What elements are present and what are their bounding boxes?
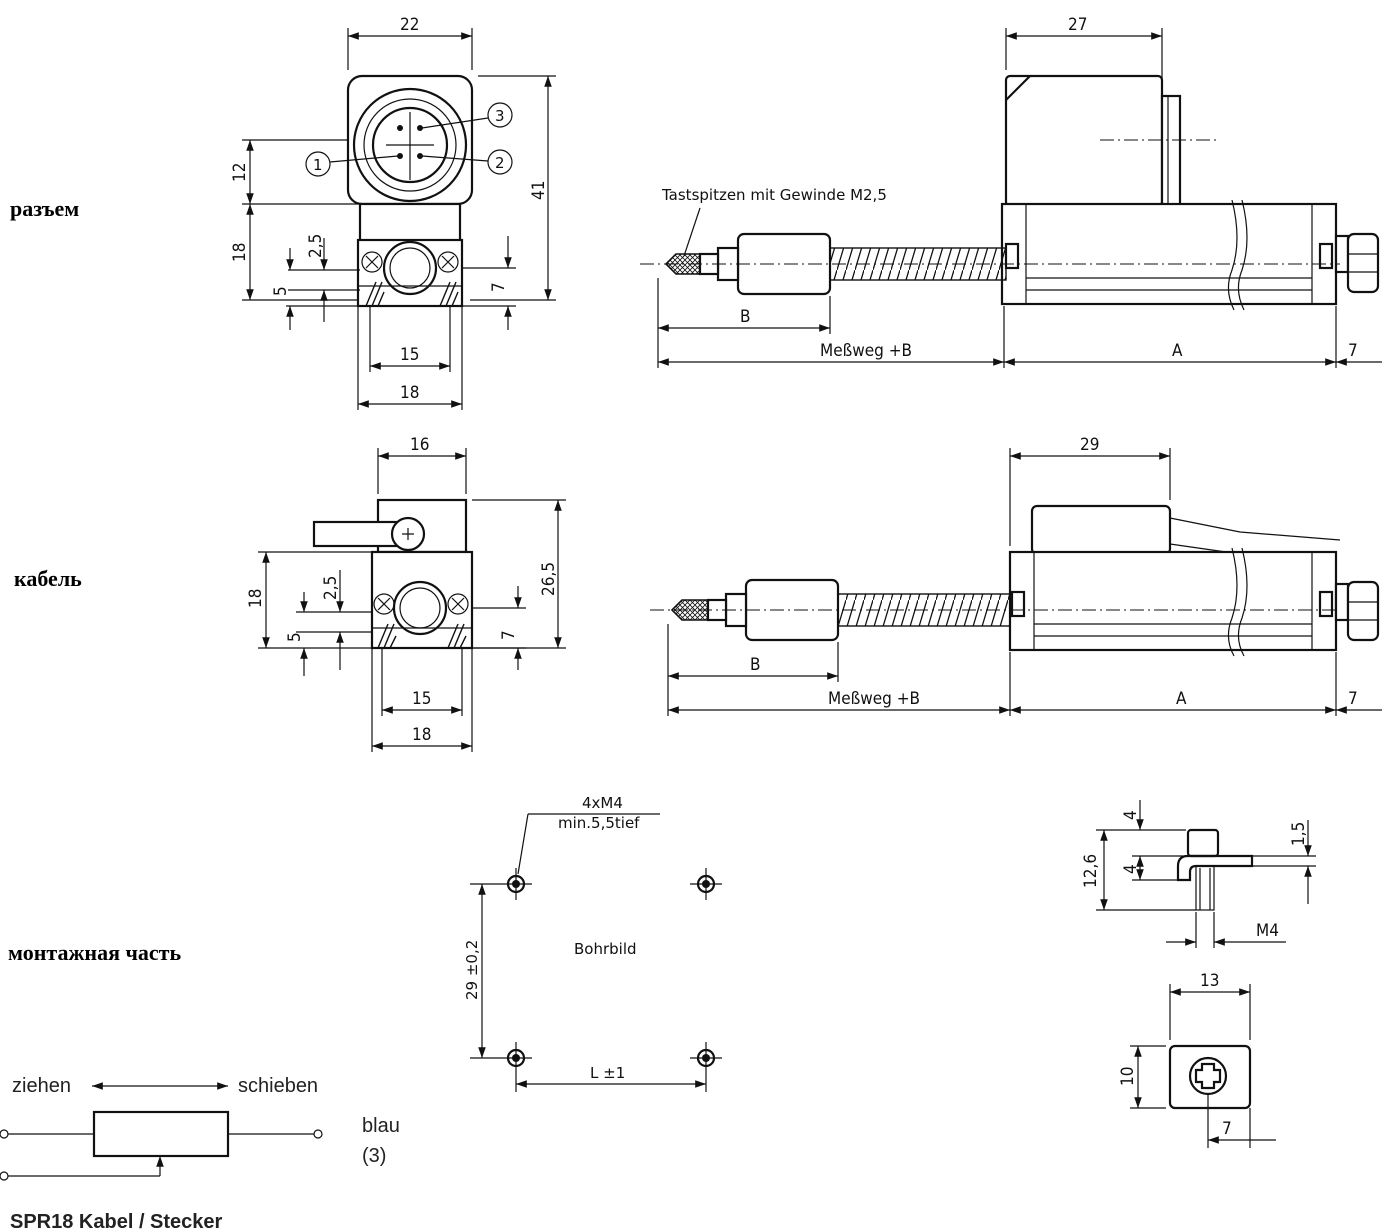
terminal-left-top: [0, 1129, 9, 1139]
dim-4a-mount: 4: [1121, 810, 1141, 820]
hole-note-1: 4xM4: [582, 794, 623, 812]
dim-18-cable: 18: [246, 589, 266, 608]
dim-B-connector: B: [740, 307, 751, 327]
dim-stroke-cable: Meßweg +B: [828, 689, 920, 709]
dim-16: 16: [410, 435, 429, 455]
schematic-caption: SPR18 Kabel / Stecker: [10, 1211, 223, 1232]
dim-29: 29: [1080, 435, 1099, 455]
wire-pull-label: ziehen: [12, 1075, 71, 1097]
connector-front-view: 1 2 3 22 41 12 18: [230, 15, 556, 410]
bohrbild-label: Bohrbild: [574, 940, 637, 958]
dim-7-mount: 7: [1222, 1119, 1232, 1139]
dim-15-mount: 1,5: [1289, 822, 1309, 846]
connector-side-view: Tastspitzen mit Gewinde M2,5 27 B Meßweg…: [640, 15, 1382, 368]
dim-265: 26,5: [539, 562, 559, 596]
cable-side-view: 29 B Meßweg +B A 7: [650, 435, 1382, 716]
wire-color: blau: [362, 1115, 400, 1137]
drill-hole-bl: [500, 1042, 532, 1074]
dim-5-cable: 5: [285, 632, 305, 642]
dim-18-connector: 18: [230, 243, 250, 262]
dim-18b-connector: 18: [400, 383, 419, 403]
drill-hole-tl: [500, 868, 532, 900]
wire-pin: (3): [362, 1145, 386, 1167]
dim-18b-cable: 18: [412, 725, 431, 745]
wire-push-label: schieben: [238, 1075, 318, 1097]
potentiometer-element: [92, 1110, 230, 1158]
wiring-schematic: ziehen schieben blau (3) SPR18 Kabel / S…: [0, 1075, 400, 1232]
drill-hole-tr: [690, 868, 722, 900]
dim-12: 12: [230, 163, 250, 182]
dim-A-connector: A: [1172, 341, 1183, 361]
pin-1-label: 1: [313, 156, 323, 174]
dim-41: 41: [529, 181, 549, 200]
cable-front-view: 16 26,5 18 2,5 5 7 15 18: [246, 435, 566, 752]
drill-hole-br: [690, 1042, 722, 1074]
dim-7-connector: 7: [489, 282, 509, 292]
dim-stroke-connector: Meßweg +B: [820, 341, 912, 361]
dim-22: 22: [400, 15, 419, 35]
dim-27: 27: [1068, 15, 1087, 35]
terminal-right: [313, 1129, 323, 1139]
dim-29-drill: 29 ±0,2: [463, 940, 481, 1000]
dim-L: L ±1: [590, 1064, 625, 1082]
dim-4b-mount: 4: [1121, 864, 1141, 874]
hole-note-2: min.5,5tief: [558, 814, 640, 832]
tip-note: Tastspitzen mit Gewinde M2,5: [661, 186, 887, 204]
label-connector: разъем: [10, 196, 79, 221]
dim-B-cable: B: [750, 655, 761, 675]
label-cable: кабель: [14, 566, 82, 591]
dim-25-connector: 2,5: [306, 234, 326, 258]
drill-pattern: 4xM4 min.5,5tief Bohrbild 29 ±0,2 L ±1: [463, 794, 722, 1092]
mounting-clamp-side: 12,6 4 4 1,5 M4: [1081, 800, 1316, 948]
pin-3-label: 3: [495, 107, 505, 125]
dim-5-connector: 5: [271, 286, 291, 296]
dim-7-connector-side: 7: [1348, 341, 1358, 361]
pin-2-label: 2: [495, 154, 505, 172]
label-mounting: монтажная часть: [8, 940, 181, 965]
dim-7-cable-side: 7: [1348, 689, 1358, 709]
dim-126: 12,6: [1081, 854, 1101, 888]
dim-10: 10: [1118, 1067, 1138, 1086]
terminal-left-bottom: [0, 1171, 9, 1181]
dim-15-cable: 15: [412, 689, 431, 709]
dim-13: 13: [1200, 971, 1219, 991]
dim-25-cable: 2,5: [321, 576, 341, 600]
dim-M4: M4: [1256, 921, 1279, 941]
dim-7-cable: 7: [499, 630, 519, 640]
dim-A-cable: A: [1176, 689, 1187, 709]
dim-15-connector: 15: [400, 345, 419, 365]
mounting-clamp-top: 13 10 7: [1118, 971, 1276, 1148]
